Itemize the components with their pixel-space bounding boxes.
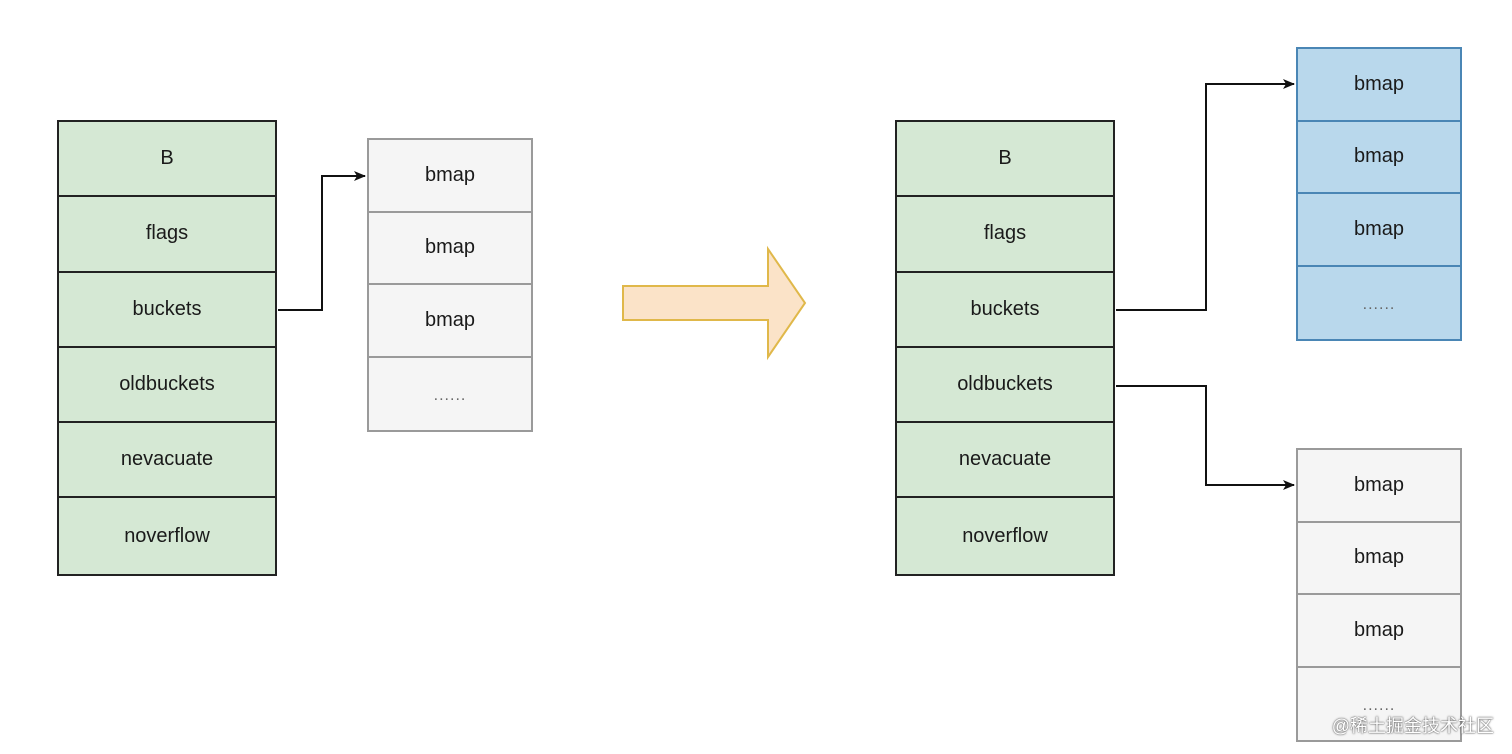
old-bucket-array: bmap bmap bmap ...... <box>1296 448 1462 742</box>
hmap-field-oldbuckets: oldbuckets <box>897 348 1113 424</box>
bucket-cell: bmap <box>1298 122 1460 194</box>
hmap-field-b: B <box>897 122 1113 198</box>
left-bucket-array: bmap bmap bmap ...... <box>367 138 533 432</box>
hmap-field-oldbuckets: oldbuckets <box>59 348 275 424</box>
left-hmap-struct: B flags buckets oldbuckets nevacuate nov… <box>57 120 277 576</box>
hmap-field-nevacuate: nevacuate <box>59 423 275 499</box>
hmap-field-buckets: buckets <box>897 273 1113 348</box>
bucket-cell: bmap <box>1298 49 1460 122</box>
watermark: @稀土掘金技术社区 <box>1331 716 1494 736</box>
hmap-field-b: B <box>59 122 275 198</box>
new-bucket-array: bmap bmap bmap ...... <box>1296 47 1462 341</box>
bucket-cell: bmap <box>1298 595 1460 668</box>
right-oldbuckets-pointer-arrow <box>1116 385 1295 490</box>
bucket-cell: bmap <box>1298 194 1460 267</box>
right-buckets-pointer-arrow <box>1116 79 1295 311</box>
hmap-field-buckets: buckets <box>59 273 275 348</box>
hmap-field-nevacuate: nevacuate <box>897 423 1113 499</box>
bucket-cell: bmap <box>369 285 531 358</box>
right-hmap-struct: B flags buckets oldbuckets nevacuate nov… <box>895 120 1115 576</box>
hmap-field-flags: flags <box>59 197 275 273</box>
bucket-cell: bmap <box>1298 450 1460 523</box>
right-arrow-icon <box>622 245 807 361</box>
left-buckets-pointer-arrow <box>278 171 366 311</box>
bucket-cell: bmap <box>1298 523 1460 595</box>
bucket-cell: bmap <box>369 213 531 285</box>
hmap-field-flags: flags <box>897 197 1113 273</box>
bucket-cell-ellipsis: ...... <box>433 386 467 404</box>
bucket-cell-ellipsis: ...... <box>1362 295 1396 313</box>
hmap-field-noverflow: noverflow <box>124 524 210 547</box>
bucket-cell-ellipsis: ...... <box>1362 696 1396 714</box>
bucket-cell: bmap <box>369 140 531 213</box>
hmap-field-noverflow: noverflow <box>962 524 1048 547</box>
